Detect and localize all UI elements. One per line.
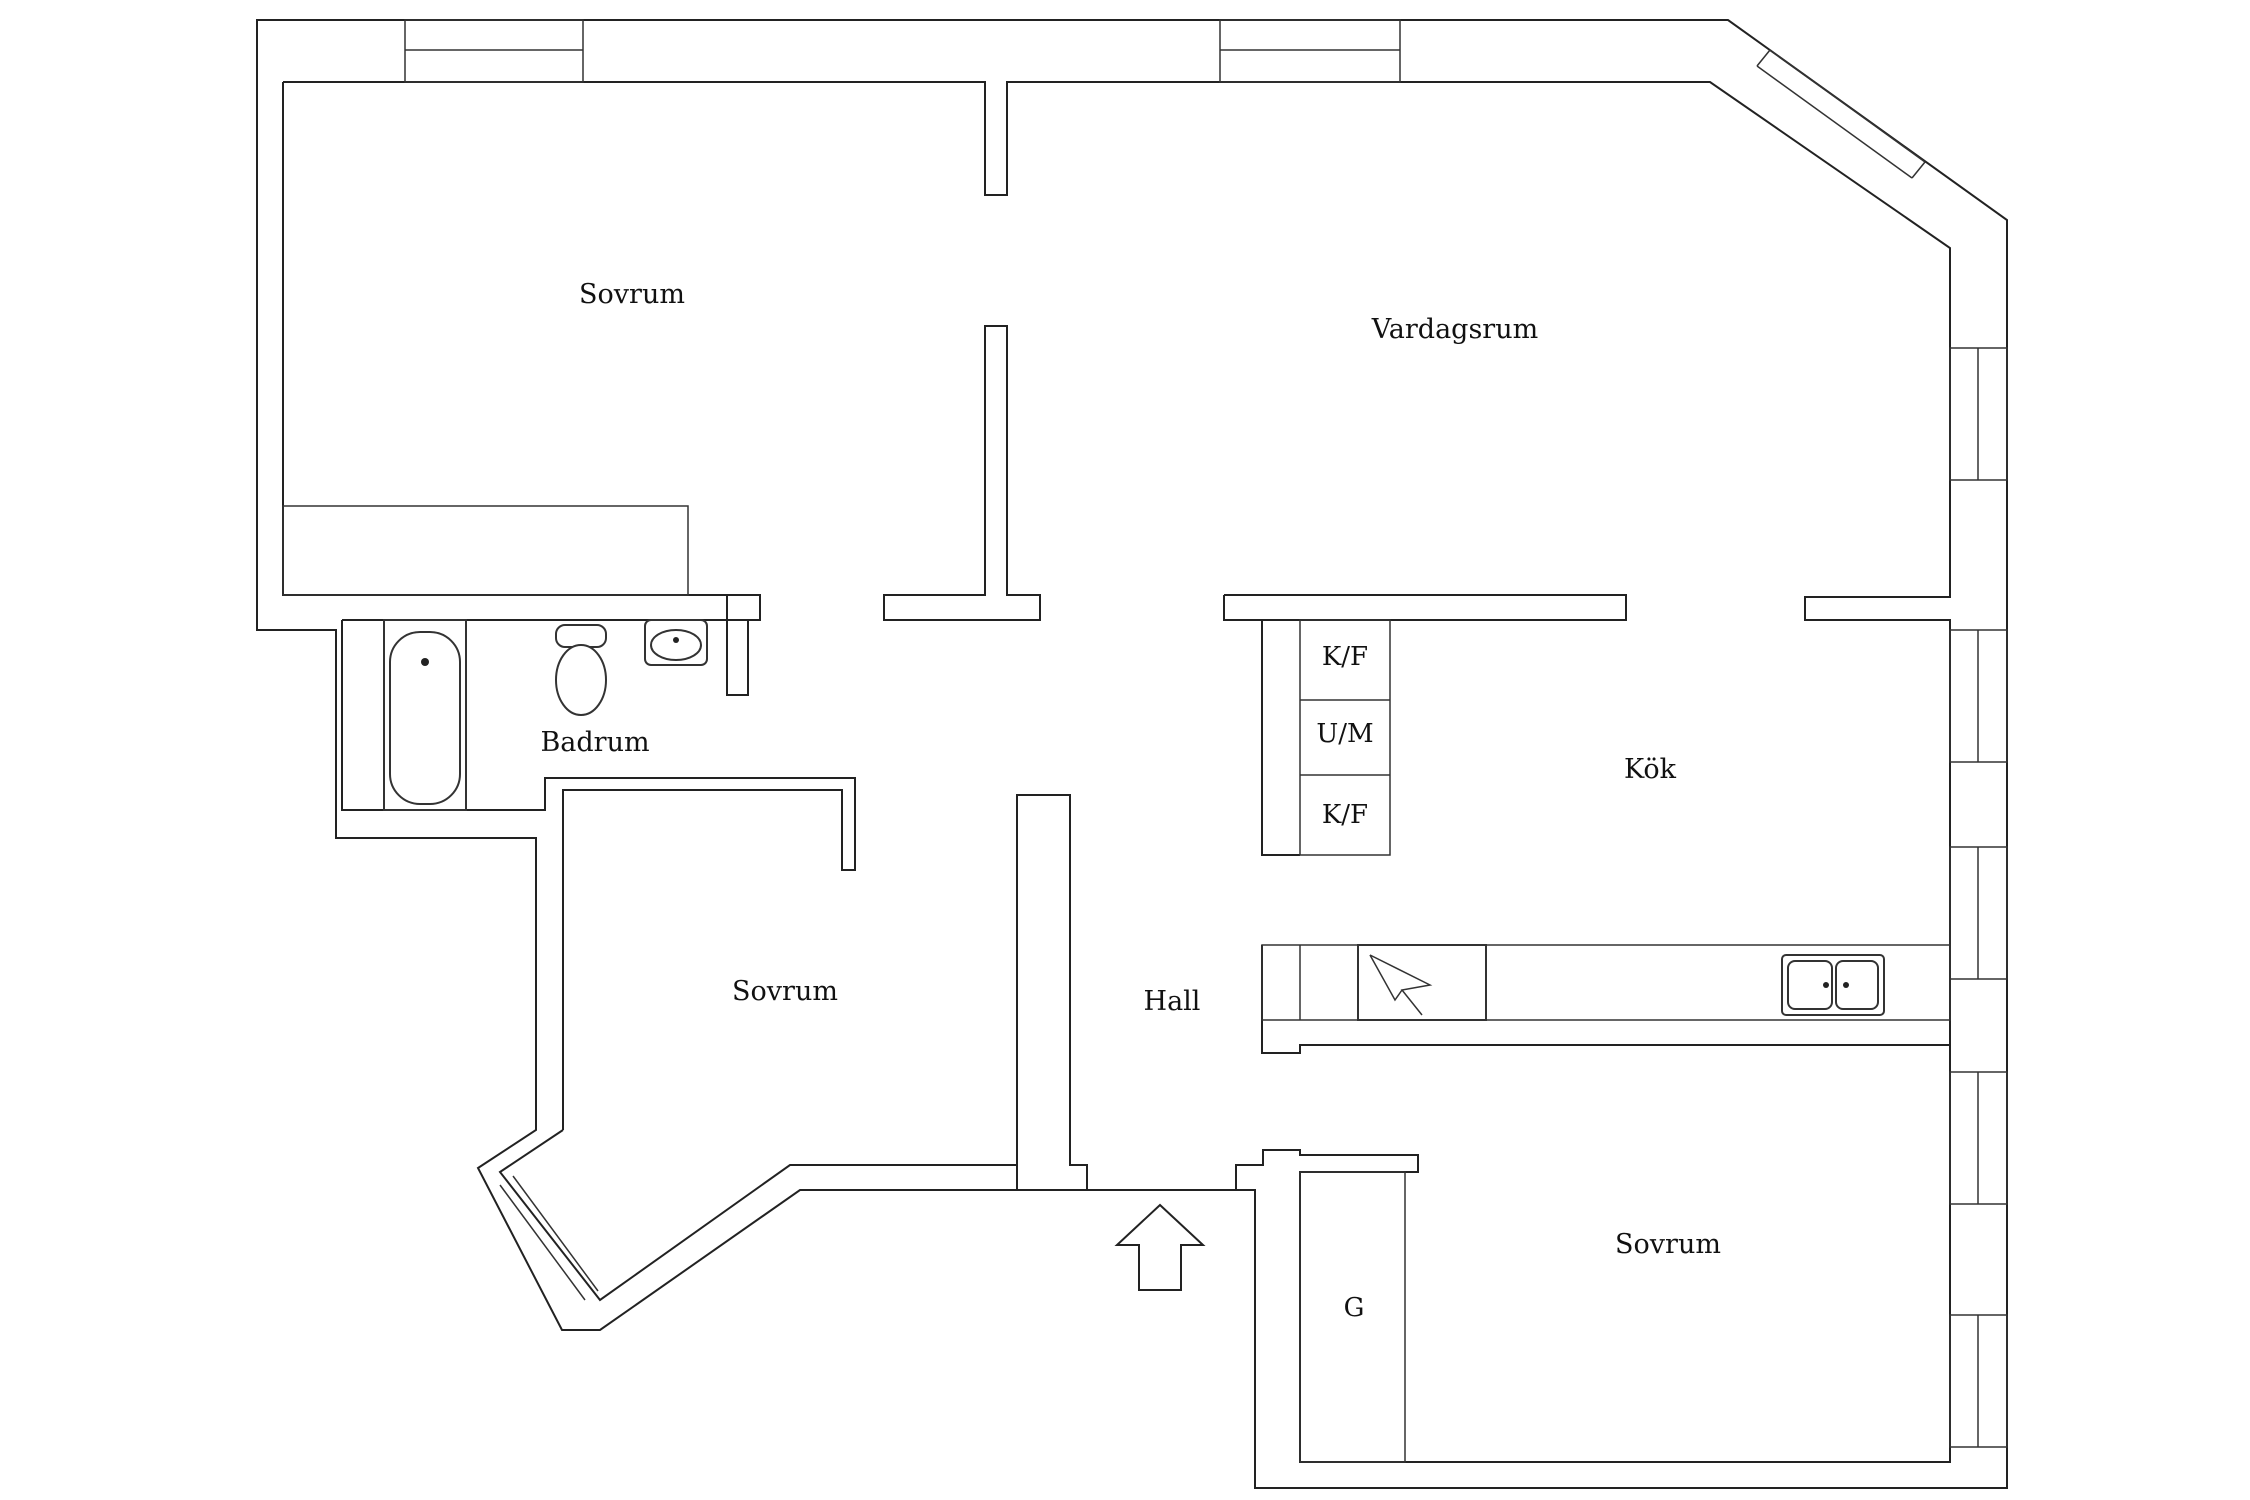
kitchen-sink bbox=[1781, 954, 1885, 1016]
room-label-hall: Hall bbox=[1144, 986, 1201, 1017]
kitchen-tall-cabinets bbox=[1299, 619, 1391, 856]
window-top-left bbox=[404, 19, 584, 83]
room-label-sovrum-bottom: Sovrum bbox=[1615, 1229, 1721, 1260]
toilet bbox=[555, 624, 607, 716]
windows-right-side bbox=[1949, 347, 2008, 1448]
wardrobe-top-bedroom bbox=[282, 505, 689, 596]
bathtub bbox=[383, 619, 467, 811]
kitchen-unit-label-1: K/F bbox=[1322, 642, 1368, 672]
entrance-arrow-icon bbox=[1114, 1203, 1206, 1291]
window-top-mid bbox=[1219, 19, 1401, 83]
bathroom-sink bbox=[644, 619, 708, 666]
room-label-kok: Kök bbox=[1624, 754, 1677, 785]
room-labels: Sovrum Vardagsrum Badrum Kök Sovrum Hall… bbox=[540, 279, 1721, 1260]
room-label-sovrum-top: Sovrum bbox=[579, 279, 685, 310]
windows bbox=[404, 19, 2008, 1448]
kitchen-unit-label-2: U/M bbox=[1316, 719, 1373, 749]
window-small-bedroom-diagonal bbox=[499, 1175, 599, 1301]
outer-wall-outline bbox=[256, 19, 2008, 1489]
window-top-right-diagonal bbox=[1756, 49, 1926, 179]
kitchen-unit-label-3: K/F bbox=[1322, 800, 1368, 830]
closet-bottom-bedroom bbox=[1299, 1171, 1406, 1463]
room-label-sovrum-mid: Sovrum bbox=[732, 976, 838, 1007]
stove bbox=[1357, 944, 1487, 1021]
kitchen-counter bbox=[1261, 944, 1951, 1021]
closet-label: G bbox=[1344, 1293, 1365, 1323]
room-label-badrum: Badrum bbox=[540, 727, 649, 758]
fixture-labels: K/F U/M K/F G bbox=[1316, 642, 1373, 1323]
room-label-vardagsrum: Vardagsrum bbox=[1371, 314, 1538, 345]
